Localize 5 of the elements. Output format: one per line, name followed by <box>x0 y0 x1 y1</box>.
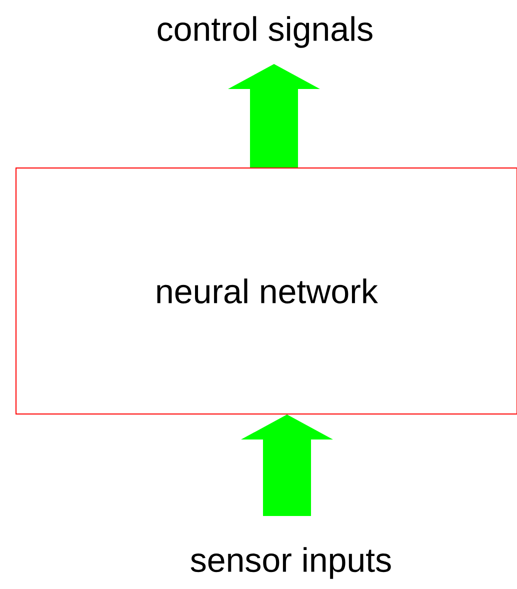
network-box: neural network <box>16 168 517 414</box>
input-label: sensor inputs <box>190 547 391 579</box>
output-label: control signals <box>158 16 372 48</box>
block-arrow <box>228 64 320 168</box>
block-arrow <box>241 414 333 516</box>
